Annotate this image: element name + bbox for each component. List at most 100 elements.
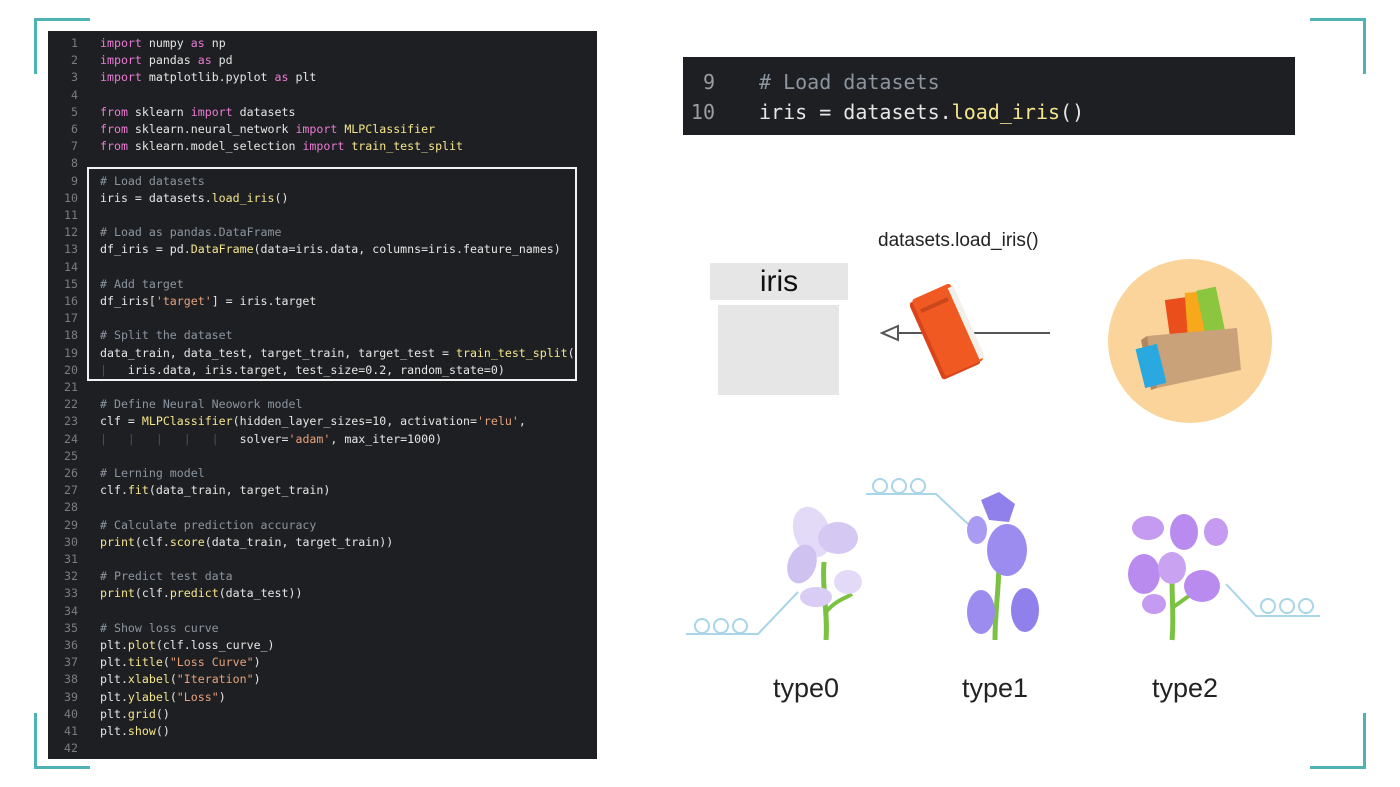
code-text: import numpy as np [100, 36, 226, 50]
type1-label: type1 [962, 673, 1029, 703]
code-line: 24 | | | | | solver='adam', max_iter=1000… [48, 431, 597, 448]
code-text: from sklearn import datasets [100, 104, 296, 119]
code-line: 35# Show loss curve [48, 620, 597, 637]
code-highlight-box [87, 167, 577, 381]
line-number: 12 [64, 225, 78, 240]
dataset-books-icon [1108, 259, 1272, 423]
code-text: df_iris = pd.DataFrame(data=iris.data, c… [100, 242, 561, 257]
code-text: plt.title("Loss Curve") [100, 655, 261, 670]
code-text: | | | | | solver='adam', max_iter=1000) [100, 431, 443, 446]
code-line: 38 plt.xlabel("Iteration") [48, 671, 597, 688]
code-text: # Define Neural Neowork model [100, 397, 303, 412]
code-text: import matplotlib.pyplot as plt [100, 70, 317, 85]
iris-variable-box [718, 305, 839, 395]
code-line: 8 [48, 155, 597, 172]
code-line: 4 [48, 87, 597, 104]
line-number: 34 [64, 603, 78, 618]
code-line: 11 [48, 207, 597, 224]
code-text: # Load datasets [100, 173, 205, 188]
line-number: 29 [64, 517, 78, 532]
code-line: 16 df_iris['target'] = iris.target [48, 293, 597, 310]
line-number: 28 [64, 500, 78, 515]
code-line: 26# Lerning model [48, 465, 597, 482]
code-line: 32# Predict test data [48, 568, 597, 585]
corner-bracket-bottom-left [34, 713, 90, 769]
line-number: 13 [64, 242, 78, 257]
line-number: 41 [64, 724, 78, 738]
code-line: 29# Calculate prediction accuracy [48, 517, 597, 534]
code-line: 1 import numpy as np [48, 35, 597, 52]
line-number: 21 [64, 380, 78, 394]
code-line: 41 plt.show() [48, 723, 597, 740]
code-text: # Add target [100, 276, 184, 291]
code-line: 14 [48, 259, 597, 276]
corner-bracket-top-right [1310, 18, 1366, 74]
code-line: 33 print(clf.predict(data_test)) [48, 585, 597, 602]
code-line: 18# Split the dataset [48, 327, 597, 344]
code-line: 13 df_iris = pd.DataFrame(data=iris.data,… [48, 241, 597, 258]
line-number: 8 [71, 156, 78, 171]
code-text: data_train, data_test, target_train, tar… [100, 345, 575, 360]
code-line: 15 # Add target [48, 276, 597, 293]
line-number: 19 [64, 345, 78, 360]
connector-lines [686, 478, 1320, 635]
code-text: plt.ylabel("Loss") [100, 689, 226, 704]
line-number: 42 [64, 741, 78, 756]
line-number: 31 [64, 552, 78, 566]
line-number: 33 [64, 586, 78, 601]
line-number: 11 [64, 208, 78, 222]
code-text: plt.xlabel("Iteration") [100, 672, 261, 687]
line-number: 24 [64, 431, 78, 446]
code-line: 42 [48, 740, 597, 757]
line-number: 39 [64, 689, 78, 704]
line-number: 27 [64, 483, 78, 498]
code-text: plt.show() [100, 724, 170, 738]
line-number: 26 [64, 466, 78, 480]
code-line: 21 [48, 379, 597, 396]
line-number: 2 [71, 53, 78, 68]
line-number: 3 [71, 70, 78, 85]
code-text: | iris.data, iris.target, test_size=0.2,… [100, 362, 505, 377]
corner-bracket-top-left [34, 18, 90, 74]
line-number: 14 [64, 259, 78, 274]
line-number: 1 [71, 36, 78, 50]
type2-label: type2 [1152, 673, 1219, 703]
line-number: 35 [64, 620, 78, 635]
code-line: 12 # Load as pandas.DataFrame [48, 224, 597, 241]
line-number: 36 [64, 638, 78, 652]
code-text: clf.fit(data_train, target_train) [100, 483, 331, 498]
code-line: 17 [48, 310, 597, 327]
code-line: 25 [48, 448, 597, 465]
code-text: import pandas as pd [100, 53, 233, 68]
type0-label: type0 [773, 673, 840, 703]
line-number: 38 [64, 672, 78, 687]
line-number: 30 [64, 534, 78, 549]
line-number: 15 [64, 276, 78, 291]
line-number: 16 [64, 294, 78, 308]
code-text: print(clf.predict(data_test)) [100, 586, 303, 601]
line-number: 25 [64, 448, 78, 463]
zoom-code-text: iris = datasets.load_iris() [759, 100, 1085, 124]
code-text: # Load as pandas.DataFrame [100, 225, 282, 240]
line-number: 22 [64, 397, 78, 412]
iris-flower-type2-icon [1128, 514, 1228, 641]
iris-flower-type1-icon [967, 492, 1039, 641]
code-line: 9 # Load datasets [48, 173, 597, 190]
line-number: 9 [71, 173, 78, 188]
zoom-code-text: # Load datasets [759, 70, 940, 94]
code-text: # Predict test data [100, 569, 233, 584]
line-number: 17 [64, 311, 78, 326]
code-text: df_iris['target'] = iris.target [100, 294, 317, 308]
code-line: 3 import matplotlib.pyplot as plt [48, 69, 597, 86]
code-text: clf = MLPClassifier(hidden_layer_sizes=1… [100, 414, 526, 429]
code-text: from sklearn.neural_network import MLPCl… [100, 122, 436, 136]
